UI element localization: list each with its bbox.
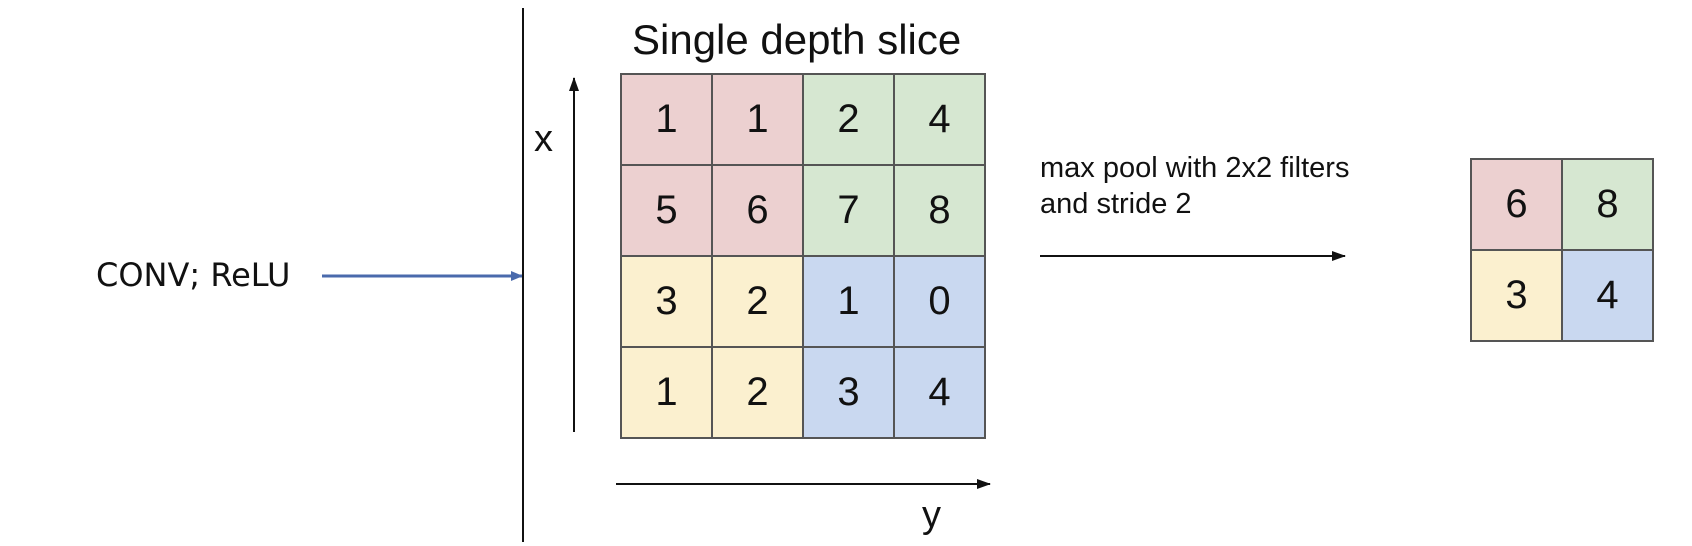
input-cell: 2 — [712, 256, 803, 347]
conv-relu-label: CONV; ReLU — [96, 256, 291, 294]
input-cell: 6 — [712, 165, 803, 256]
output-cell: 4 — [1562, 250, 1653, 341]
input-cell: 3 — [621, 256, 712, 347]
output-grid: 6 8 3 4 — [1470, 158, 1654, 342]
x-axis-label: x — [534, 118, 553, 160]
input-cell: 1 — [621, 347, 712, 438]
input-cell: 4 — [894, 74, 985, 165]
output-cell: 3 — [1471, 250, 1562, 341]
input-cell: 4 — [894, 347, 985, 438]
input-cell: 7 — [803, 165, 894, 256]
input-cell: 0 — [894, 256, 985, 347]
pool-caption-line1: max pool with 2x2 filters — [1040, 152, 1350, 184]
input-cell: 1 — [803, 256, 894, 347]
input-cell: 2 — [712, 347, 803, 438]
input-cell: 3 — [803, 347, 894, 438]
slice-title: Single depth slice — [632, 16, 962, 63]
pool-caption: max pool with 2x2 filters and stride 2 — [1040, 150, 1349, 222]
input-cell: 8 — [894, 165, 985, 256]
y-axis-label: y — [922, 494, 941, 536]
pool-caption-line2: and stride 2 — [1040, 188, 1192, 220]
output-cell: 8 — [1562, 159, 1653, 250]
input-cell: 2 — [803, 74, 894, 165]
input-cell: 5 — [621, 165, 712, 256]
input-cell: 1 — [621, 74, 712, 165]
input-cell: 1 — [712, 74, 803, 165]
input-grid: 1 1 2 4 5 6 7 8 3 2 1 0 1 2 3 4 — [620, 73, 986, 439]
output-cell: 6 — [1471, 159, 1562, 250]
